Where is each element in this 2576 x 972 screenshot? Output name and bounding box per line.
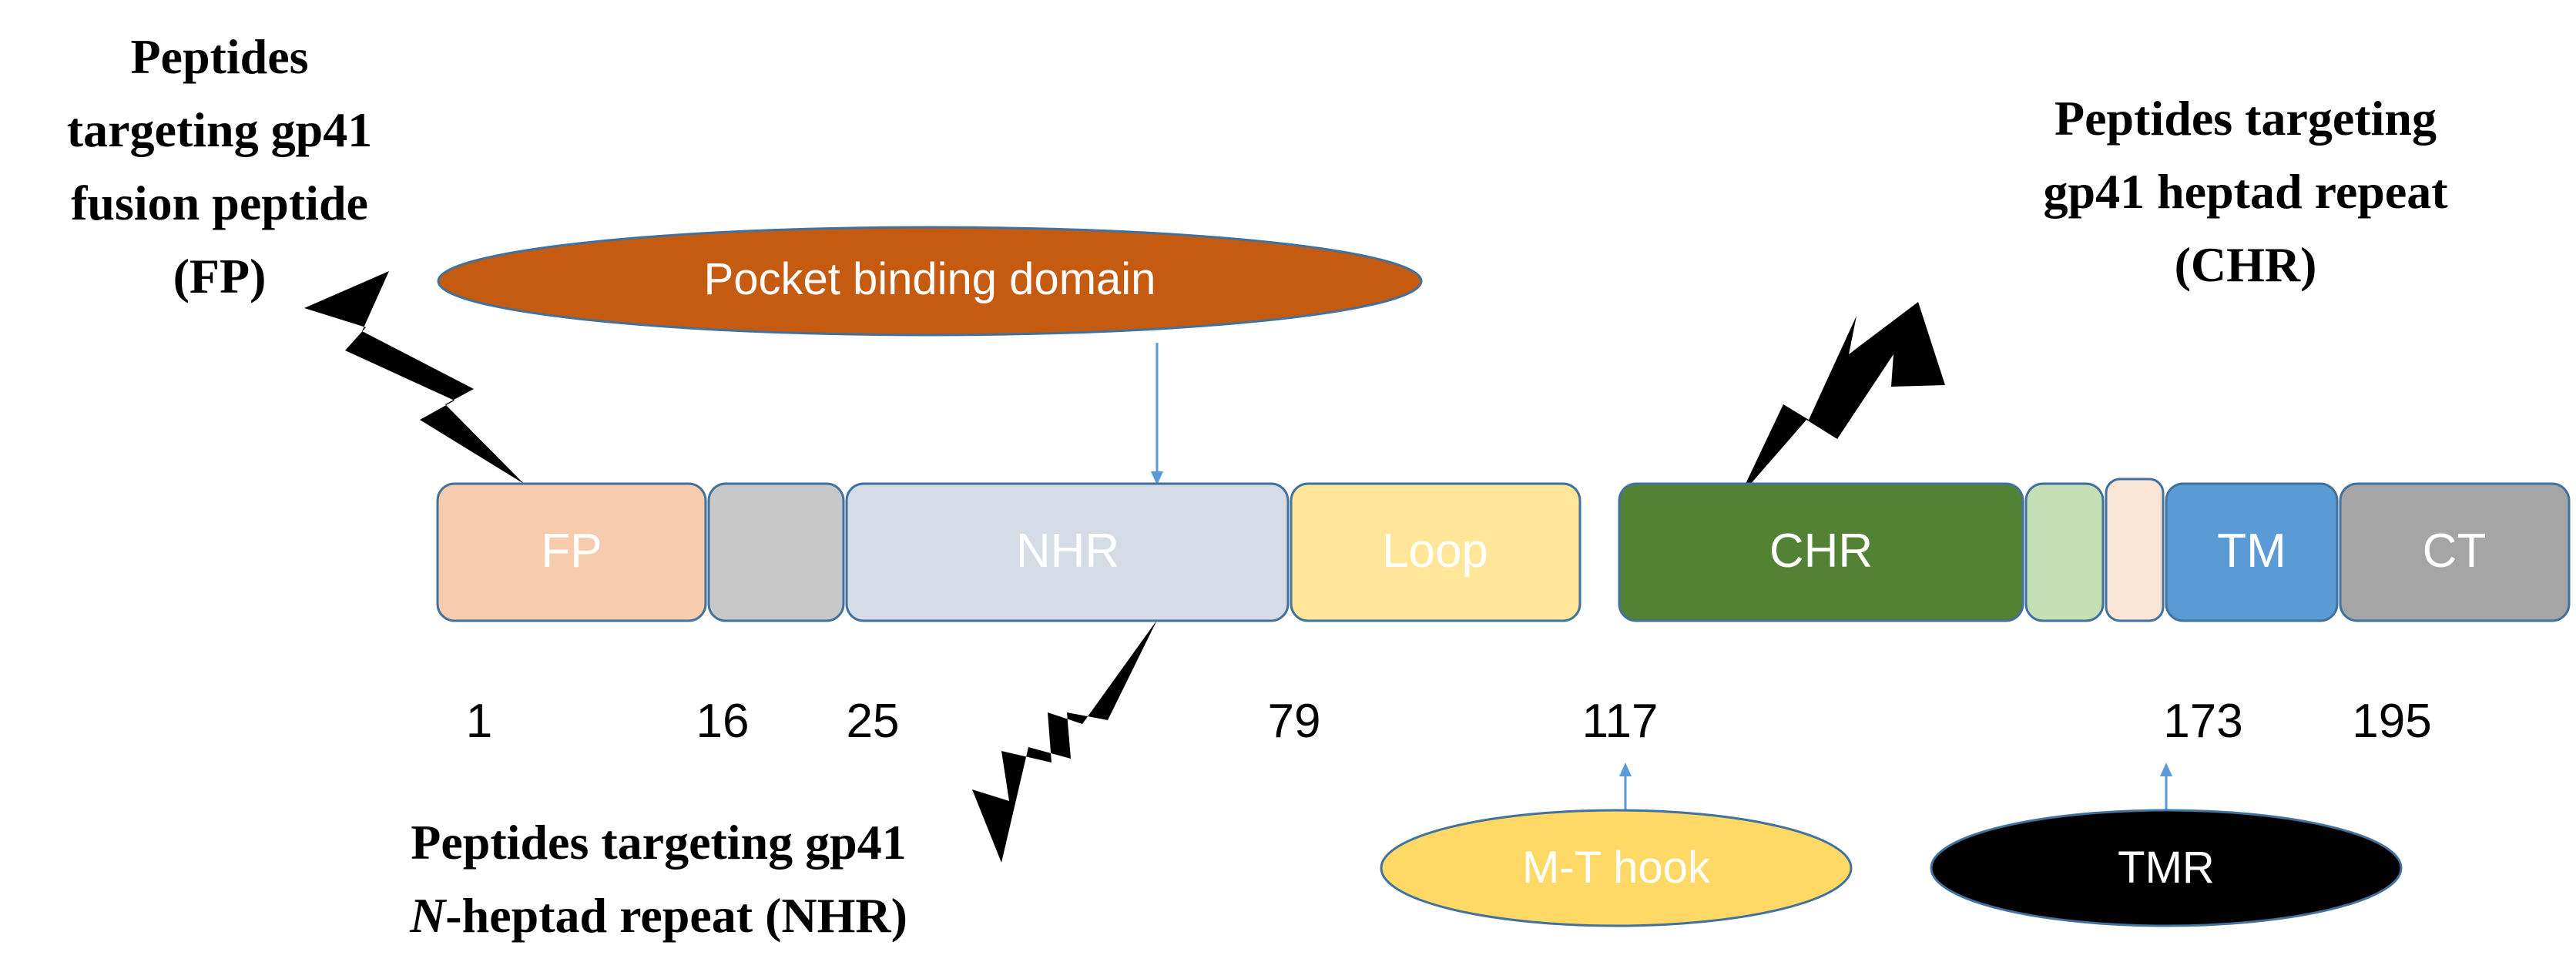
segment-tm: TM xyxy=(2165,482,2339,622)
fp-annotation-line: Peptides xyxy=(130,29,308,84)
position-label: 16 xyxy=(696,695,750,748)
position-label: 195 xyxy=(2352,695,2431,748)
nhr-annotation-rest: -heptad repeat (NHR) xyxy=(445,888,907,943)
mt-hook-arrow xyxy=(1619,763,1632,810)
segment-loop-label: Loop xyxy=(1382,525,1488,578)
nhr-lightning-bolt-icon xyxy=(972,620,1157,863)
fp-annotation: Peptides targeting gp41 fusion peptide (… xyxy=(67,29,372,303)
pocket-binding-domain-label: Pocket binding domain xyxy=(704,254,1156,304)
segment-chr-label: CHR xyxy=(1769,525,1873,578)
segment-mper xyxy=(2024,482,2105,622)
segment-nhr: NHR xyxy=(845,482,1290,622)
mt-hook: M-T hook xyxy=(1380,809,1853,927)
nhr-annotation-line: Peptides targeting gp41 xyxy=(411,815,907,870)
chr-annotation-line: Peptides targeting xyxy=(2054,91,2437,146)
chr-annotation-line: (CHR) xyxy=(2175,237,2317,292)
chr-lightning-bolt-icon xyxy=(1739,302,1945,497)
nhr-annotation-line: N-heptad repeat (NHR) xyxy=(409,888,907,943)
position-label: 173 xyxy=(2163,695,2242,748)
fp-annotation-line: (FP) xyxy=(173,249,267,303)
nhr-annotation: Peptides targeting gp41 N-heptad repeat … xyxy=(409,815,907,943)
mt-hook-label: M-T hook xyxy=(1522,843,1711,893)
segment-fp: FP xyxy=(436,482,707,622)
segment-loop: Loop xyxy=(1290,482,1581,622)
segment-fp-label: FP xyxy=(541,525,602,578)
residue-positions: 1 16 25 79 117 173 195 xyxy=(466,695,2432,748)
fp-annotation-line: fusion peptide xyxy=(71,176,368,230)
tmr-arrow xyxy=(2160,763,2172,810)
domain-bar: FP NHR Loop CHR TM CT xyxy=(436,478,2571,622)
segment-chr: CHR xyxy=(1618,482,2024,622)
fp-lightning-bolt-icon xyxy=(304,271,524,484)
nhr-annotation-italic: N xyxy=(409,888,448,943)
segment-fp-nhr-linker xyxy=(707,482,845,622)
segment-ct: CT xyxy=(2339,482,2571,622)
segment-tm-label: TM xyxy=(2217,525,2286,578)
chr-annotation: Peptides targeting gp41 heptad repeat (C… xyxy=(2043,91,2448,292)
tmr: TMR xyxy=(1930,809,2403,927)
segment-nhr-label: NHR xyxy=(1016,525,1119,578)
fp-annotation-line: targeting gp41 xyxy=(67,102,372,157)
position-label: 1 xyxy=(466,695,492,748)
tmr-label: TMR xyxy=(2118,843,2215,893)
position-label: 79 xyxy=(1268,695,1321,748)
position-label: 117 xyxy=(1582,695,1659,748)
chr-annotation-line: gp41 heptad repeat xyxy=(2043,164,2448,219)
pocket-binding-domain: Pocket binding domain xyxy=(437,226,1423,337)
segment-ct-label: CT xyxy=(2423,525,2487,578)
segment-pre-tm xyxy=(2105,478,2165,622)
pocket-arrow xyxy=(1151,343,1163,485)
position-label: 25 xyxy=(847,695,900,748)
